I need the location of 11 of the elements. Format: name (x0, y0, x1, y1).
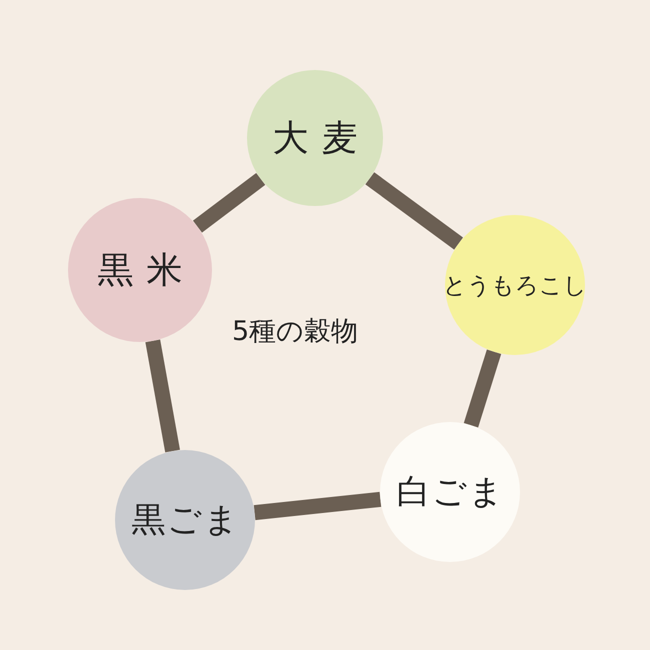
grain-name: 大麦 (272, 116, 370, 160)
grain-name: 黒米 (98, 248, 195, 292)
grain-name: 白ごま (396, 471, 506, 514)
connector-bar (365, 172, 464, 250)
connector-bar (192, 172, 266, 233)
connector-bar (464, 350, 502, 428)
grain-name: 黒ごま (131, 499, 240, 542)
connector-bar (145, 340, 180, 452)
grain-name: とうもろこし (443, 272, 587, 300)
connector-bar (254, 492, 382, 520)
center-title: 5種の穀物 (232, 315, 358, 349)
